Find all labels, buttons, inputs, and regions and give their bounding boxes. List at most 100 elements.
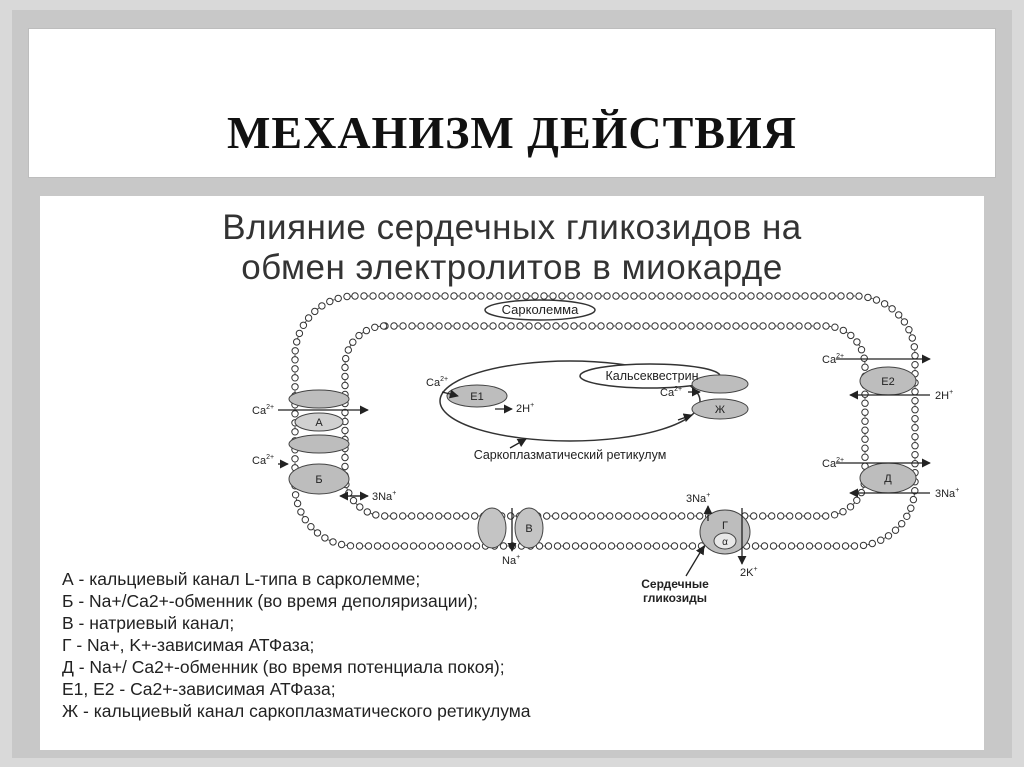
lipid-head	[783, 292, 791, 300]
lipid-head	[607, 542, 616, 550]
zh-channel	[691, 398, 749, 420]
lipid-head	[651, 512, 659, 520]
lipid-head	[351, 292, 359, 300]
lipid-head	[603, 292, 611, 300]
lipid-head	[795, 322, 803, 330]
lipid-head	[585, 292, 593, 300]
lipid-head	[381, 512, 389, 520]
lipid-head	[311, 307, 319, 316]
lipid-head	[678, 322, 686, 330]
lipid-head	[291, 428, 299, 436]
lipid-head	[661, 542, 670, 550]
lipid-head	[299, 321, 308, 330]
lipid-head	[669, 322, 677, 330]
lipid-head	[786, 322, 794, 330]
lipid-head	[693, 292, 701, 300]
sarcoplasmic-reticulum	[439, 360, 701, 442]
e1-pump	[446, 384, 508, 408]
lipid-head	[463, 542, 472, 550]
membrane-outer-line	[294, 295, 916, 547]
lipid-head	[382, 542, 391, 550]
lipid-head	[531, 292, 539, 300]
lipid-head	[363, 508, 371, 516]
lipid-head	[360, 292, 368, 300]
lipid-head	[594, 292, 602, 300]
label-glycosides-2: гликозиды	[643, 591, 707, 605]
lipid-head	[768, 322, 776, 330]
lipid-head	[624, 322, 632, 330]
lipid-head	[621, 292, 629, 300]
lipid-head	[444, 512, 452, 520]
label-e1: E1	[470, 391, 483, 403]
sarcolemma-label-shape	[484, 299, 596, 321]
lipid-head	[823, 542, 832, 550]
membrane-inner-line	[344, 325, 866, 517]
label-calsequestrin: Кальсеквестрин	[606, 369, 699, 383]
lipid-head	[908, 334, 916, 342]
lipid-head	[612, 292, 620, 300]
lipid-head	[738, 292, 746, 300]
lipid-head	[651, 322, 659, 330]
lipid-head	[795, 512, 803, 520]
lipid-head	[307, 523, 315, 531]
lipid-head	[765, 292, 773, 300]
lipid-head	[778, 542, 787, 550]
lipid-head	[877, 536, 885, 544]
lipid-head	[371, 323, 379, 332]
lipid-head	[868, 539, 876, 548]
lipid-head	[831, 323, 839, 331]
lipid-head	[553, 542, 562, 550]
lipid-head	[911, 460, 919, 468]
ion-ca-sr-right: Ca2+	[660, 386, 682, 399]
sarcolemma-membrane	[291, 292, 919, 550]
lipid-head	[362, 326, 371, 335]
slide-title: МЕХАНИЗМ ДЕЙСТВИЯ	[227, 107, 797, 158]
lipid-head	[705, 322, 713, 330]
figure-title-line2: обмен электролитов в миокарде	[241, 248, 783, 287]
lipid-head	[459, 292, 467, 300]
lipid-head	[417, 322, 425, 330]
lipid-head	[534, 322, 542, 330]
label-sr: Саркоплазматический ретикулум	[474, 448, 667, 462]
lipid-head	[477, 292, 485, 300]
lipid-head	[432, 292, 440, 300]
lipid-head	[399, 322, 407, 330]
ion-na-g: 3Na+	[686, 492, 710, 505]
lipid-head	[341, 381, 349, 390]
lipid-head	[814, 542, 823, 550]
lipid-head	[396, 292, 404, 300]
lipid-head	[751, 542, 760, 550]
lipid-head	[516, 322, 524, 330]
ion-na-b: 3Na+	[372, 490, 396, 503]
lipid-head	[786, 512, 794, 520]
lipid-head	[911, 406, 919, 414]
lipid-head	[643, 542, 652, 550]
lipid-head	[356, 503, 364, 511]
lipid-head	[369, 292, 377, 300]
lipid-head	[759, 512, 767, 520]
ion-h-sr: 2H+	[516, 402, 534, 415]
lipid-head	[408, 512, 416, 520]
lipid-head	[507, 512, 515, 520]
lipid-head	[291, 383, 299, 391]
lipid-head	[513, 292, 521, 300]
legend-item: Г - Na+, K+-зависимая АТФаза;	[62, 635, 315, 655]
lipid-head	[616, 542, 625, 550]
lipid-head	[304, 314, 313, 322]
lipid-head	[625, 542, 634, 550]
label-b: Б	[315, 474, 322, 486]
lipid-head	[861, 435, 869, 443]
lipid-head	[905, 326, 913, 334]
lipid-head	[391, 542, 400, 550]
lipid-head	[535, 542, 544, 550]
lipid-head	[471, 512, 479, 520]
lipid-head	[558, 292, 566, 300]
lipid-head	[390, 322, 398, 330]
lipid-head	[615, 512, 623, 520]
lipid-head	[750, 322, 758, 330]
lipid-head	[562, 542, 571, 550]
lipid-head	[777, 322, 785, 330]
lipid-head	[624, 512, 632, 520]
lipid-head	[291, 491, 300, 499]
lipid-head	[846, 292, 854, 300]
